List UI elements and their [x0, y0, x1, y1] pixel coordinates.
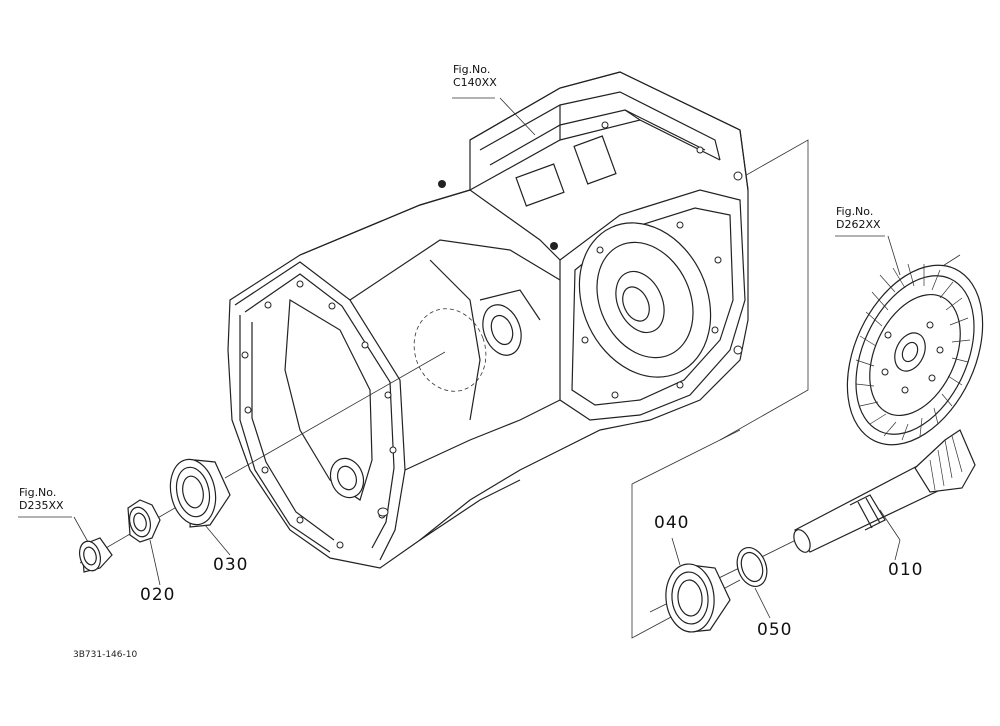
- fig-ref-d235-line1: Fig.No.: [19, 486, 57, 499]
- bearing-030: [169, 458, 231, 528]
- transmission-case: [227, 71, 749, 569]
- part-label-010[interactable]: 010: [888, 560, 924, 580]
- part-label-050[interactable]: 050: [757, 620, 793, 640]
- fig-ref-c140-line2: C140XX: [453, 75, 497, 89]
- fig-ref-d235[interactable]: Fig.No. D235XX: [19, 486, 64, 512]
- fig-ref-d262-line1: Fig.No.: [836, 205, 874, 218]
- fig-ref-d235-line2: D235XX: [19, 498, 64, 512]
- drawing-code: 3B731-146-10: [73, 650, 138, 660]
- collar-d235: [78, 537, 113, 573]
- bevel-gear: [846, 263, 984, 446]
- pinion-shaft: [793, 429, 976, 553]
- fig-ref-c140-line1: Fig.No.: [453, 63, 491, 76]
- fig-ref-c140[interactable]: Fig.No. C140XX: [453, 63, 497, 89]
- shim-050: [736, 547, 768, 587]
- leader-lines: [18, 97, 901, 619]
- fig-ref-d262[interactable]: Fig.No. D262XX: [836, 205, 881, 231]
- fig-ref-d262-line2: D262XX: [836, 217, 881, 231]
- part-label-020[interactable]: 020: [140, 585, 176, 605]
- part-label-030[interactable]: 030: [213, 555, 249, 575]
- part-label-040[interactable]: 040: [654, 513, 690, 533]
- bearing-040: [665, 563, 731, 633]
- nut-020: [127, 499, 161, 543]
